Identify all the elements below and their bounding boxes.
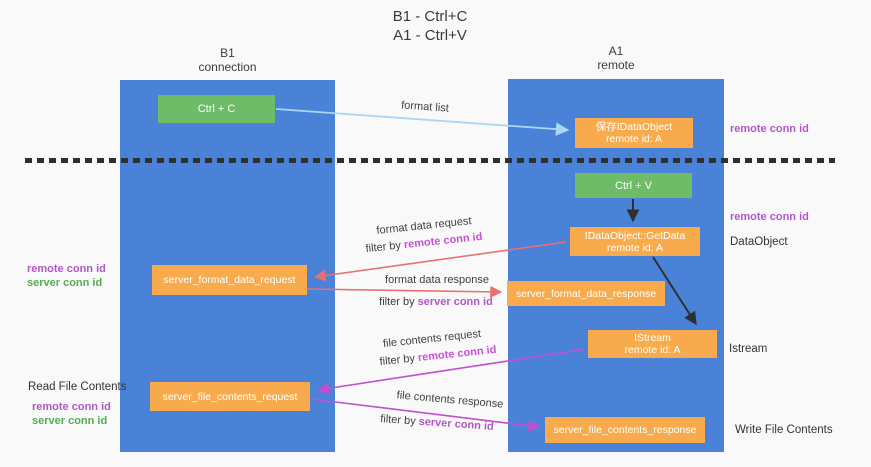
ctrl-v-label: Ctrl + V bbox=[615, 179, 652, 192]
server-format-data-response-label: server_format_data_response bbox=[515, 287, 657, 300]
arrow-file-contents-response bbox=[310, 398, 541, 432]
label-read-file-contents: Read File Contents bbox=[28, 381, 127, 393]
server-file-contents-request-label: server_file_contents_request bbox=[162, 390, 298, 403]
title-line-b1: B1 - Ctrl+C bbox=[392, 8, 468, 25]
lane-header-a1: A1 remote bbox=[508, 44, 724, 72]
label-format-data-response: format data response bbox=[385, 274, 489, 286]
box-idataobject-getdata: IDataObject::GetData remote id: A bbox=[570, 227, 700, 256]
save-dataobject-line1: 保存IDataObject bbox=[595, 121, 673, 133]
ctrl-c-label: Ctrl + C bbox=[197, 103, 236, 115]
box-server-file-contents-response: server_file_contents_response bbox=[545, 417, 705, 443]
copy-paste-divider bbox=[25, 158, 835, 163]
getdata-line2: remote id: A bbox=[606, 241, 664, 254]
istream-line1: IStream bbox=[634, 332, 671, 344]
lane-b1-name: B1 bbox=[220, 46, 235, 60]
label-server-conn-id-left-top: server conn id bbox=[27, 277, 103, 289]
box-istream: IStream remote id: A bbox=[588, 330, 717, 358]
box-ctrl-c: Ctrl + C bbox=[158, 95, 275, 123]
label-remote-conn-id-right-mid: remote conn id bbox=[730, 211, 809, 223]
arrow-file-contents-request bbox=[316, 348, 587, 395]
box-ctrl-v: Ctrl + V bbox=[575, 173, 692, 198]
getdata-line1: IDataObject::GetData bbox=[584, 229, 686, 242]
arrow-format-list bbox=[275, 108, 570, 136]
box-server-file-contents-request: server_file_contents_request bbox=[150, 382, 310, 411]
arrow-format-data-request bbox=[313, 241, 567, 282]
label-istream: Istream bbox=[729, 343, 768, 355]
lane-a1-role: remote bbox=[597, 58, 635, 72]
arrow-format-data-response bbox=[306, 285, 503, 298]
diagram-title: B1 - Ctrl+C A1 - Ctrl+V bbox=[330, 7, 530, 45]
filter-by-text: filter by bbox=[379, 296, 415, 308]
label-remote-conn-id-left-top: remote conn id bbox=[27, 263, 106, 275]
box-server-format-data-request: server_format_data_request bbox=[152, 265, 307, 295]
label-dataobject: DataObject bbox=[730, 236, 788, 248]
label-remote-conn-id-left-bottom: remote conn id bbox=[32, 401, 111, 413]
arrow-getdata-to-istream bbox=[652, 256, 697, 326]
label-write-file-contents: Write File Contents bbox=[735, 424, 833, 436]
box-save-dataobject: 保存IDataObject remote id: A bbox=[575, 118, 693, 148]
istream-line2: remote id: A bbox=[624, 344, 681, 356]
box-server-format-data-response: server_format_data_response bbox=[507, 281, 665, 306]
title-line-a1: A1 - Ctrl+V bbox=[393, 27, 467, 44]
server-format-data-request-label: server_format_data_request bbox=[163, 274, 296, 286]
label-remote-conn-id-right-top: remote conn id bbox=[730, 123, 809, 135]
label-server-conn-id-left-bottom: server conn id bbox=[32, 415, 108, 427]
lane-a1-name: A1 bbox=[608, 44, 624, 58]
server-file-contents-response-label: server_file_contents_response bbox=[553, 424, 697, 436]
lane-b1-role: connection bbox=[198, 60, 257, 74]
save-dataobject-line2: remote id: A bbox=[605, 133, 663, 145]
lane-header-b1: B1 connection bbox=[120, 46, 335, 74]
filter-by-text: filter by bbox=[379, 413, 417, 428]
server-conn-id-text: server conn id bbox=[417, 296, 493, 308]
